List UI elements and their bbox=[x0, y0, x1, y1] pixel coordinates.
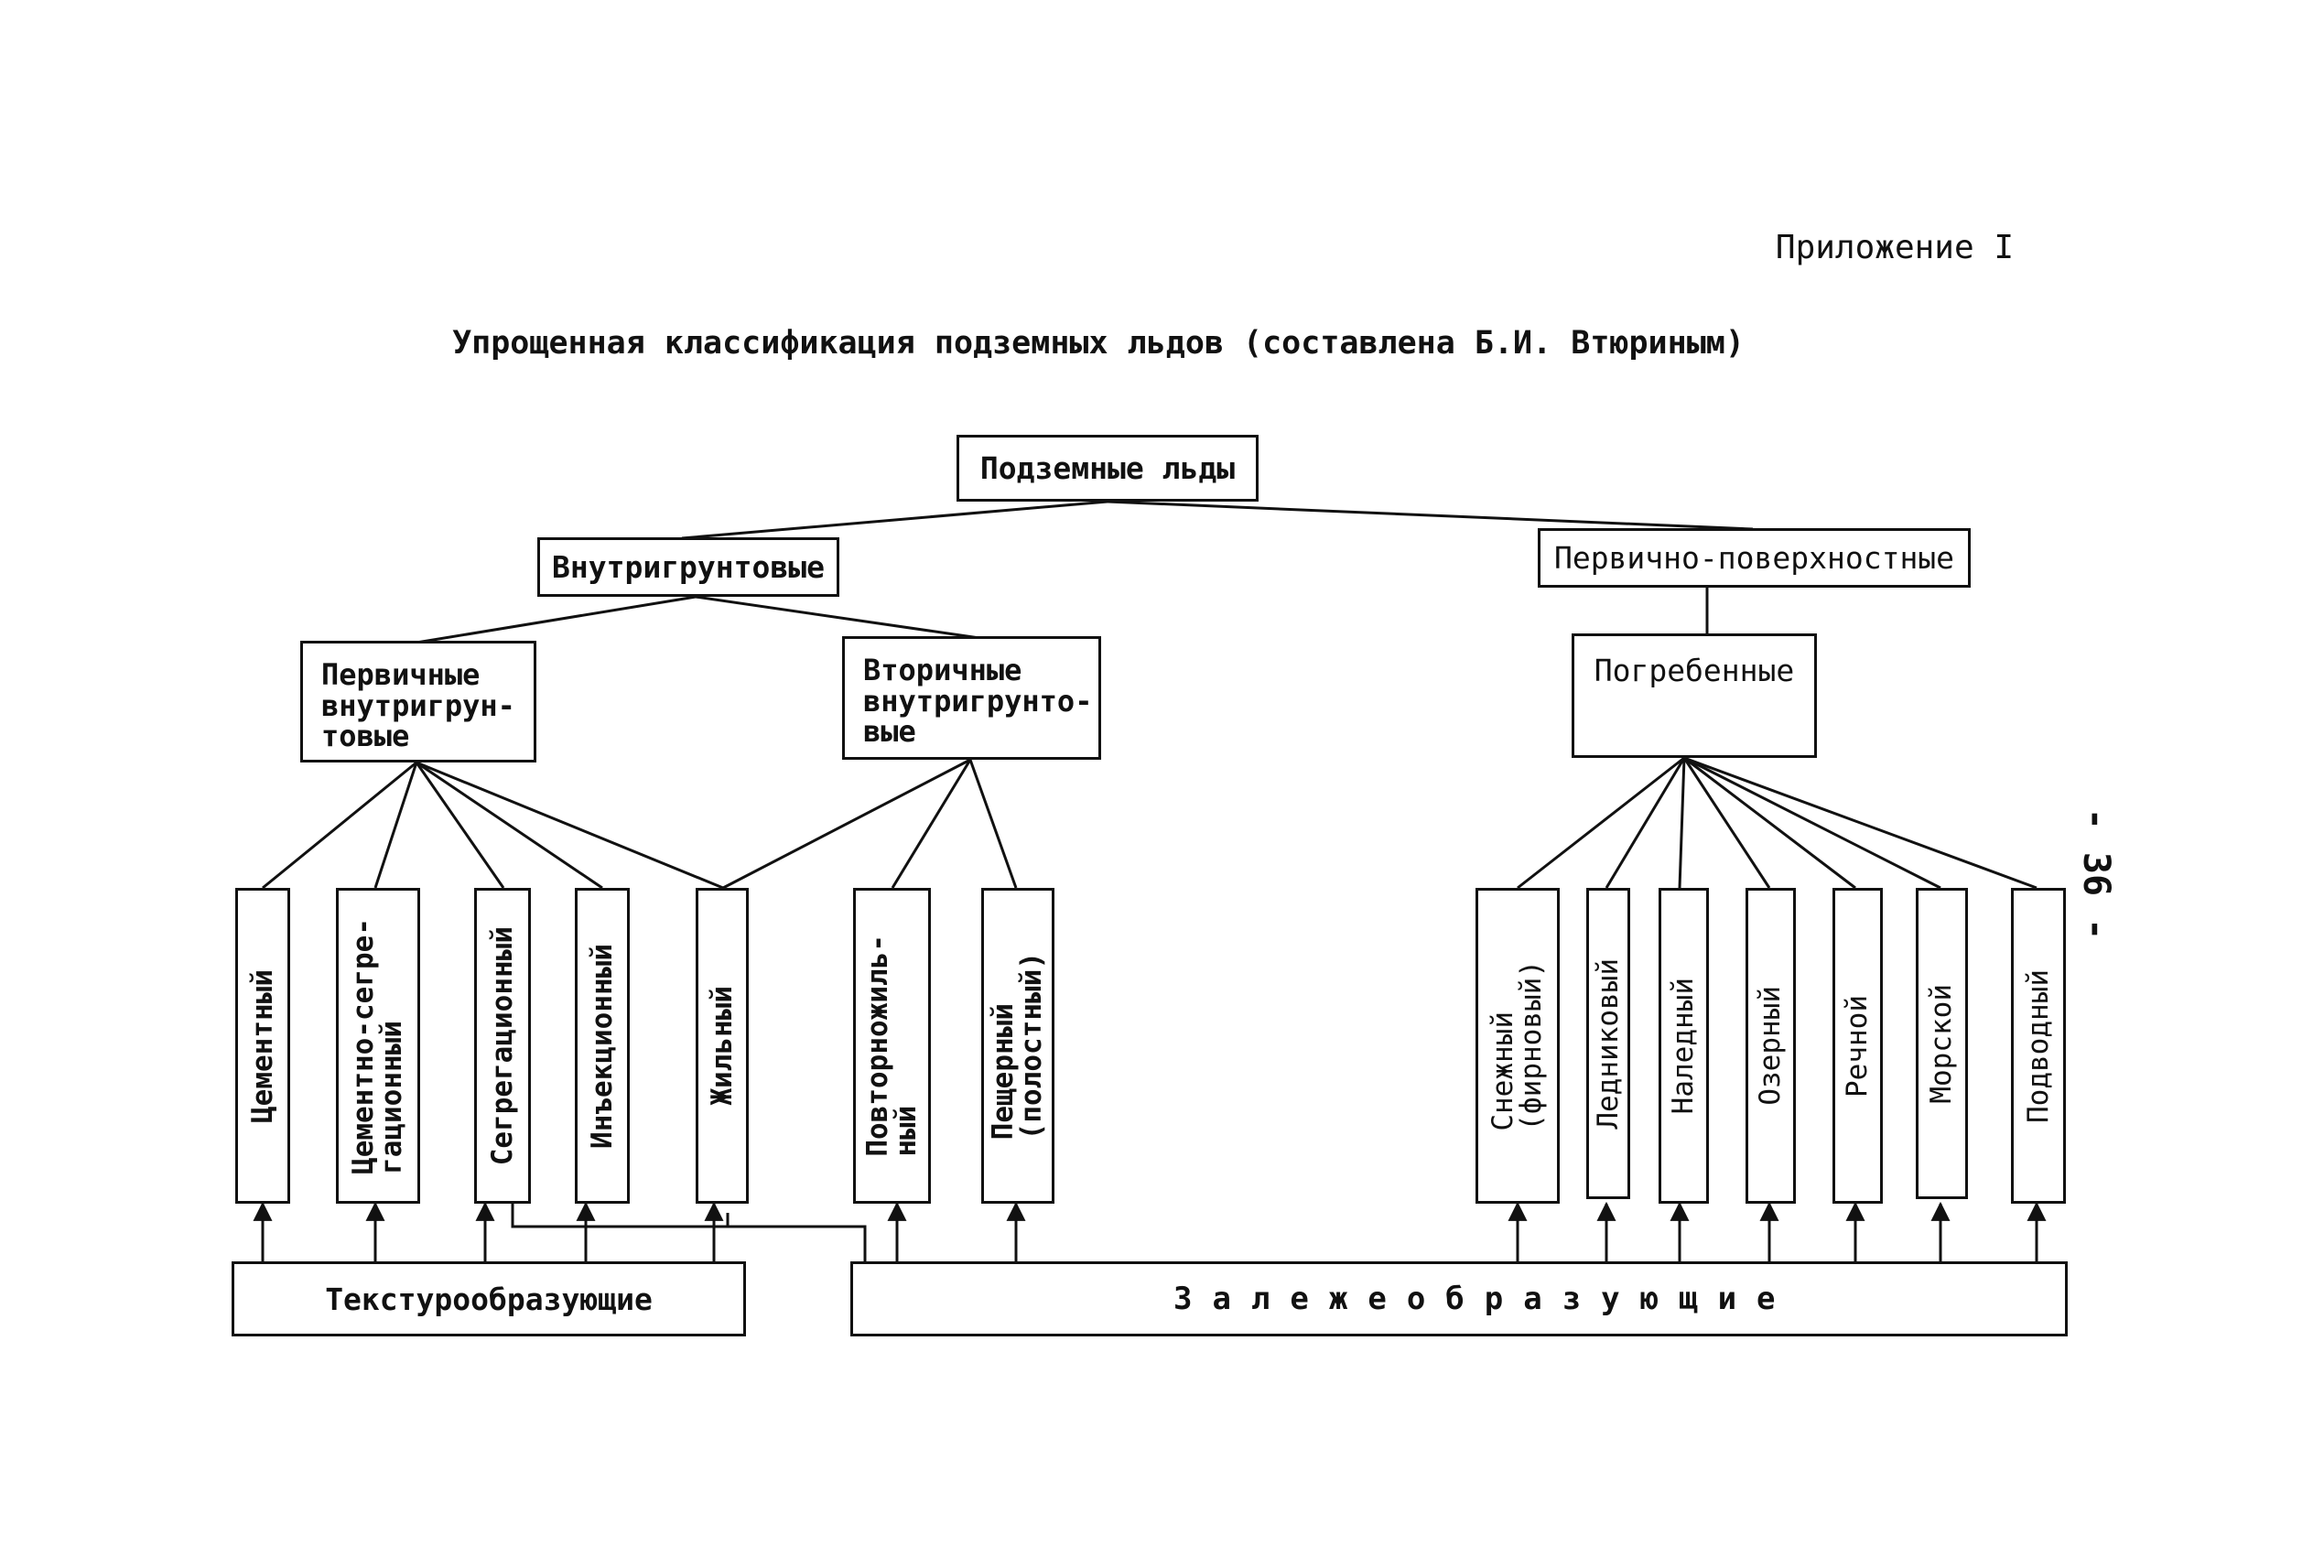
type-river-label: Речной bbox=[1841, 994, 1874, 1098]
type-cave-label: Пещерный (полостный) bbox=[987, 951, 1048, 1141]
root-node-underground-ice: Подземные льды bbox=[957, 435, 1259, 502]
type-cement: Цементный bbox=[235, 888, 290, 1204]
diagram-title: Упрощенная классификация подземных льдов… bbox=[452, 325, 1745, 362]
type-cement-label: Цементный bbox=[245, 968, 279, 1123]
category-deposit-forming: Залежеобразующие bbox=[850, 1261, 2068, 1336]
node-secondary-intraground: Вторичные внутригрунто- вые bbox=[842, 636, 1101, 760]
type-repeated-vein-label: Повторножиль- ный bbox=[860, 935, 923, 1157]
type-river: Речной bbox=[1832, 888, 1883, 1204]
category-texture-forming: Текстурообразующие bbox=[232, 1261, 746, 1336]
appendix-label: Приложение I bbox=[1775, 229, 2014, 266]
type-repeated-vein: Повторножиль- ный bbox=[853, 888, 931, 1204]
type-lake-label: Озерный bbox=[1754, 986, 1787, 1106]
node-primary-surface: Первично-поверхностные bbox=[1538, 528, 1971, 588]
type-segregation-label: Сегрегационный bbox=[485, 925, 519, 1166]
node-primary-intraground-label: Первичные внутригрун- товые bbox=[321, 657, 515, 754]
type-injection: Инъекционный bbox=[575, 888, 630, 1204]
node-buried: Погребенные bbox=[1572, 633, 1817, 758]
node-intraground: Внутригрунтовые bbox=[537, 537, 839, 597]
node-intraground-label: Внутригрунтовые bbox=[551, 549, 825, 585]
type-sea: Морской bbox=[1916, 888, 1968, 1199]
node-secondary-intraground-label: Вторичные внутригрунто- вые bbox=[863, 653, 1093, 750]
type-snow: Снежный (фирновый) bbox=[1475, 888, 1560, 1204]
node-buried-label: Погребенные bbox=[1594, 653, 1795, 688]
node-primary-surface-label: Первично-поверхностные bbox=[1553, 540, 1955, 576]
category-deposit-forming-label: Залежеобразующие bbox=[1173, 1281, 1796, 1317]
type-underwater-label: Подводный bbox=[2021, 968, 2055, 1123]
type-naled-label: Наледный bbox=[1667, 977, 1700, 1115]
category-texture-forming-label: Текстурообразующие bbox=[325, 1281, 653, 1317]
type-cement-segregation-label: Цементно-сегре- гационный bbox=[347, 917, 408, 1174]
node-primary-intraground: Первичные внутригрун- товые bbox=[300, 641, 536, 762]
type-cave: Пещерный (полостный) bbox=[981, 888, 1054, 1204]
type-vein-label: Жильный bbox=[705, 986, 739, 1106]
type-glacial: Ледниковый bbox=[1586, 888, 1630, 1199]
type-injection-label: Инъекционный bbox=[585, 943, 619, 1149]
type-glacial-label: Ледниковый bbox=[1591, 957, 1625, 1130]
type-naled: Наледный bbox=[1659, 888, 1709, 1204]
root-node-label: Подземные льды bbox=[979, 450, 1236, 486]
type-underwater: Подводный bbox=[2011, 888, 2066, 1204]
type-lake: Озерный bbox=[1746, 888, 1796, 1204]
type-snow-label: Снежный (фирновый) bbox=[1486, 960, 1548, 1131]
type-segregation: Сегрегационный bbox=[474, 888, 531, 1204]
type-cement-segregation: Цементно-сегре- гационный bbox=[336, 888, 420, 1204]
type-vein: Жильный bbox=[696, 888, 749, 1204]
type-sea-label: Морской bbox=[1925, 983, 1958, 1104]
